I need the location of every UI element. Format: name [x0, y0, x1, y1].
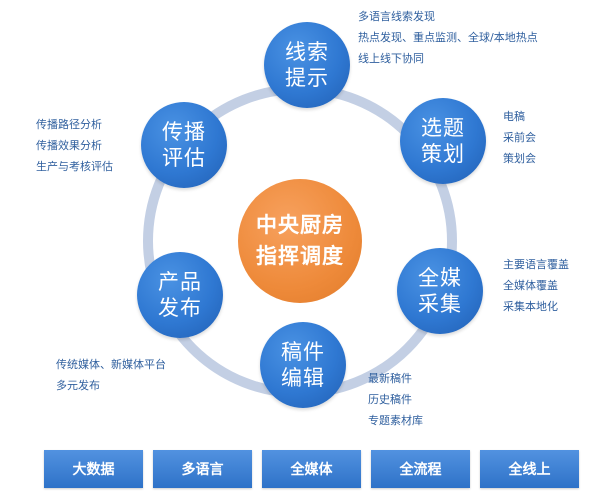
node-topic: 选题 策划 — [400, 98, 486, 184]
node-evaluate: 传播 评估 — [141, 102, 227, 188]
annotation-edit-item: 历史稿件 — [368, 393, 412, 406]
annotation-edit-item: 最新稿件 — [368, 372, 412, 385]
annotation-publish-item: 多元发布 — [56, 379, 100, 392]
bottom-tag-all-online: 全线上 — [480, 450, 579, 488]
annotation-gather-item: 采集本地化 — [503, 300, 558, 313]
center-node: 中央厨房 指挥调度 — [238, 179, 362, 303]
annotation-gather-item: 主要语言覆盖 — [503, 258, 569, 271]
center-line2: 指挥调度 — [256, 244, 344, 268]
node-gather: 全媒 采集 — [397, 248, 483, 334]
node-clue-line1: 线索 — [285, 40, 329, 64]
annotation-evaluate: 传播路径分析 传播效果分析 生产与考核评估 — [36, 114, 113, 177]
annotation-gather-item: 全媒体覆盖 — [503, 279, 558, 292]
bottom-tag-all-media: 全媒体 — [262, 450, 361, 488]
node-evaluate-line1: 传播 — [162, 120, 206, 144]
node-publish-line2: 发布 — [158, 296, 202, 320]
bottom-tag-full-process: 全流程 — [371, 450, 470, 488]
annotation-clue-item: 热点发现、重点监测、全球/本地热点 — [358, 31, 538, 44]
annotation-publish: 传统媒体、新媒体平台 多元发布 — [56, 354, 166, 396]
annotation-evaluate-item: 生产与考核评估 — [36, 160, 113, 173]
annotation-clue-item: 多语言线索发现 — [358, 10, 435, 23]
annotation-gather: 主要语言覆盖 全媒体覆盖 采集本地化 — [503, 254, 569, 317]
center-line1: 中央厨房 — [256, 213, 344, 237]
annotation-evaluate-item: 传播路径分析 — [36, 118, 102, 131]
annotation-evaluate-item: 传播效果分析 — [36, 139, 102, 152]
annotation-topic-item: 采前会 — [503, 131, 536, 144]
bottom-tag-multilingual: 多语言 — [153, 450, 252, 488]
node-publish-line1: 产品 — [158, 270, 202, 294]
node-topic-line2: 策划 — [421, 142, 465, 166]
annotation-topic: 电稿 采前会 策划会 — [503, 106, 536, 169]
node-clue-line2: 提示 — [285, 66, 329, 90]
node-gather-line1: 全媒 — [418, 266, 462, 290]
bottom-tag-big-data: 大数据 — [44, 450, 143, 488]
node-evaluate-line2: 评估 — [162, 146, 206, 170]
annotation-topic-item: 电稿 — [503, 110, 525, 123]
node-edit-line2: 编辑 — [281, 366, 325, 390]
node-clue: 线索 提示 — [264, 22, 350, 108]
annotation-edit-item: 专题素材库 — [368, 414, 423, 427]
annotation-publish-item: 传统媒体、新媒体平台 — [56, 358, 166, 371]
annotation-clue: 多语言线索发现 热点发现、重点监测、全球/本地热点 线上线下协同 — [358, 6, 538, 69]
node-topic-line1: 选题 — [421, 116, 465, 140]
node-gather-line2: 采集 — [418, 292, 462, 316]
annotation-clue-item: 线上线下协同 — [358, 52, 424, 65]
node-publish: 产品 发布 — [137, 252, 223, 338]
annotation-edit: 最新稿件 历史稿件 专题素材库 — [368, 368, 423, 431]
node-edit-line1: 稿件 — [281, 340, 325, 364]
node-edit: 稿件 编辑 — [260, 322, 346, 408]
annotation-topic-item: 策划会 — [503, 152, 536, 165]
